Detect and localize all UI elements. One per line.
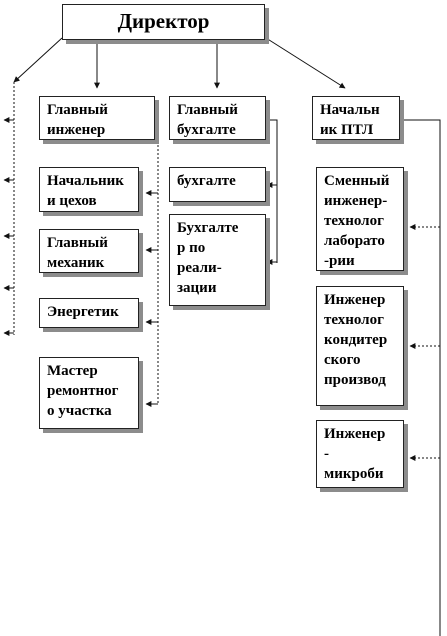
node-chief-engineer-label: Главный инженер	[47, 102, 108, 138]
node-director-label: Директор	[117, 9, 210, 33]
node-sales-accountant-label: Бухгалте р по реали- зации	[177, 220, 239, 296]
node-shop-head: Начальник и цехов	[39, 167, 139, 212]
node-confectionery-engineer: Инженер технолог кондитер ского производ	[316, 286, 404, 406]
node-sales-accountant: Бухгалте р по реали- зации	[169, 214, 266, 306]
node-power-engineer: Энергетик	[39, 298, 139, 328]
node-accountant: бухгалте	[169, 167, 266, 202]
node-chief-accountant-label: Главный бухгалте	[177, 102, 238, 138]
node-microbiologist-label: Инженер - микроби	[324, 426, 386, 482]
node-chief-engineer: Главный инженер	[39, 96, 155, 140]
node-chief-mechanic-label: Главный механик	[47, 235, 108, 271]
node-repair-master-label: Мастер ремонтног о участка	[47, 363, 119, 419]
chief-engineer-bus	[155, 119, 159, 405]
node-chief-accountant: Главный бухгалте	[169, 96, 266, 140]
node-microbiologist: Инженер - микроби	[316, 420, 404, 488]
node-head-ptl-label: Начальн ик ПТЛ	[320, 102, 380, 138]
edge-director-head-ptl	[265, 37, 346, 89]
node-power-engineer-label: Энергетик	[47, 304, 119, 320]
node-head-ptl: Начальн ик ПТЛ	[312, 96, 400, 140]
node-shift-lab-engineer: Сменный инженер- технолог лаборато -рии	[316, 167, 404, 271]
node-repair-master: Мастер ремонтног о участка	[39, 357, 139, 429]
node-chief-mechanic: Главный механик	[39, 229, 139, 273]
chief-accountant-bus	[266, 119, 278, 263]
node-shop-head-label: Начальник и цехов	[47, 173, 124, 209]
node-accountant-label: бухгалте	[177, 173, 236, 189]
node-director: Директор	[62, 4, 265, 40]
edge-director-left-bus	[13, 37, 63, 83]
node-confectionery-engineer-label: Инженер технолог кондитер ского производ	[324, 292, 388, 388]
node-shift-lab-engineer-label: Сменный инженер- технолог лаборато -рии	[324, 173, 390, 269]
head-ptl-bus	[400, 119, 441, 636]
